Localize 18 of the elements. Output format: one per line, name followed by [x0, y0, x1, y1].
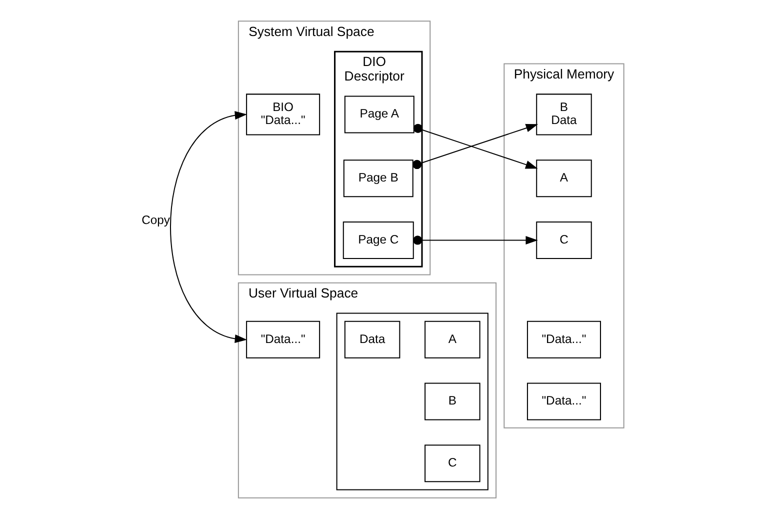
node-box: B	[424, 382, 480, 420]
node-box: A	[424, 320, 480, 358]
node-box: BIO "Data..."	[246, 93, 320, 135]
cluster	[336, 312, 488, 490]
node-box: A	[536, 159, 592, 197]
node-box: B Data	[536, 93, 592, 135]
node-box: "Data..."	[526, 382, 600, 420]
node-box: "Data..."	[526, 320, 600, 358]
node-box: Data	[344, 320, 400, 358]
arrow	[412, 235, 538, 244]
node-box: Page C	[342, 220, 414, 258]
node-box: Page A	[344, 95, 414, 133]
arrow	[170, 110, 247, 342]
node-box: Page B	[342, 159, 413, 197]
node-box: C	[536, 220, 592, 258]
node-box: "Data..."	[246, 320, 320, 358]
edge-label: Copy	[141, 212, 170, 227]
node-box: C	[424, 444, 480, 482]
